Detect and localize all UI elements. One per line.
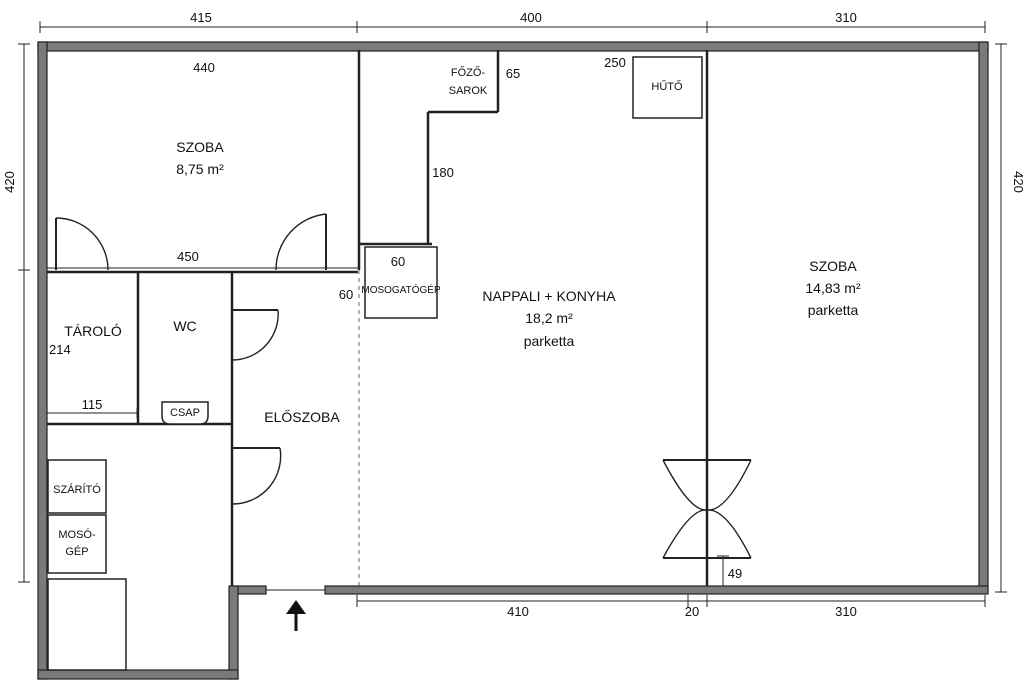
room-bedroom2-floor: parketta: [808, 302, 859, 318]
fixture-sink-label: CSAP: [170, 407, 200, 419]
washer-box: [47, 514, 107, 574]
room-storage-name: TÁROLÓ: [64, 323, 122, 339]
dim-left-height: 420: [2, 171, 17, 193]
dim-room-width-440: 440: [193, 60, 215, 75]
fixture-cooker-line1: FŐZŐ-: [451, 65, 486, 79]
outer-walls: [37, 41, 989, 680]
entrance-arrow-icon: [286, 600, 306, 631]
cabinet-box: [47, 578, 127, 671]
dim-fridge-offset: 250: [604, 55, 626, 70]
dim-counter-180: 180: [432, 165, 454, 180]
dimension-lines: [18, 21, 1007, 607]
room-living-floor: parketta: [524, 333, 575, 349]
dim-bottom-2: 20: [685, 604, 699, 619]
room-wc-name: WC: [173, 318, 196, 334]
room-bedroom1-area: 8,75 m²: [176, 161, 224, 177]
fridge-box: [632, 56, 703, 119]
room-bedroom2-area: 14,83 m²: [805, 280, 861, 296]
room-bedroom2-name: SZOBA: [809, 258, 857, 274]
fixture-dishwasher-label: MOSOGATÓGÉP: [361, 283, 441, 296]
room-bedroom1-name: SZOBA: [176, 139, 224, 155]
room-living-area: 18,2 m²: [525, 310, 573, 326]
dim-door-offset: 49: [728, 566, 742, 581]
dim-counter-60-top: 60: [391, 254, 405, 269]
fixture-washer-line2: GÉP: [65, 545, 88, 558]
fixtures: [47, 56, 703, 671]
dim-room-width-450: 450: [177, 249, 199, 264]
dim-storage-width: 115: [82, 397, 103, 412]
fixture-dryer-label: SZÁRÍTÓ: [53, 483, 101, 496]
fixture-fridge-label: HŰTŐ: [651, 79, 683, 93]
dim-counter-60-side: 60: [339, 287, 353, 302]
dim-top-1: 415: [190, 10, 212, 25]
room-living-name: NAPPALI + KONYHA: [482, 288, 616, 304]
dim-storage-height: 214: [49, 342, 71, 357]
fixture-washer-line1: MOSÓ-: [58, 528, 96, 541]
doors: [55, 213, 752, 559]
dim-right-height: 420: [1011, 171, 1024, 193]
dim-top-3: 310: [835, 10, 857, 25]
room-hall-name: ELŐSZOBA: [264, 409, 340, 425]
dim-top-2: 400: [520, 10, 542, 25]
dryer-box: [47, 459, 107, 514]
dim-bottom-1: 410: [507, 604, 529, 619]
dim-bottom-3: 310: [835, 604, 857, 619]
interior-walls: [47, 50, 709, 591]
fixture-cooker-line2: SAROK: [449, 85, 488, 97]
dishwasher-box: [364, 246, 438, 319]
sink-box: [161, 401, 209, 425]
dim-counter-65: 65: [506, 66, 520, 81]
